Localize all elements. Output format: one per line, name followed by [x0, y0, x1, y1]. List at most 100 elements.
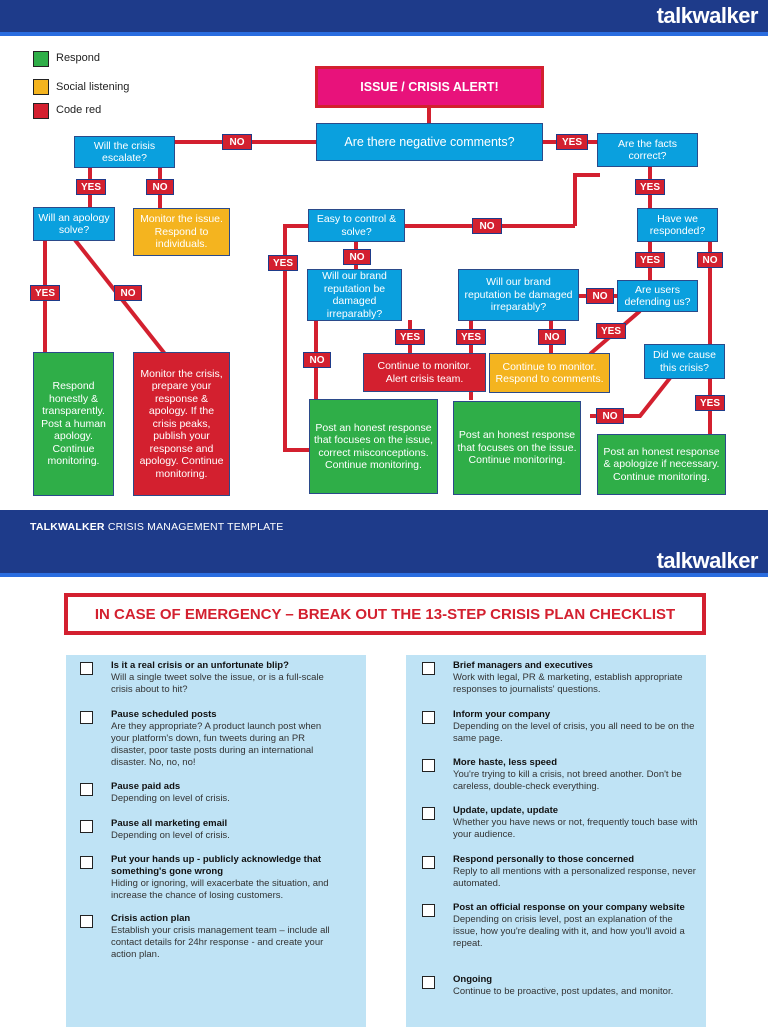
top-header-line: [0, 32, 768, 36]
checkbox[interactable]: [80, 856, 93, 869]
legend-label-code-red: Code red: [56, 104, 102, 116]
monitor-issue-box: Monitor the issue. Respond to individual…: [133, 208, 230, 256]
checkbox[interactable]: [80, 783, 93, 796]
checklist-item: Post an official response on your compan…: [422, 902, 698, 950]
legend-swatch-respond: [33, 51, 49, 67]
checklist-item-title: Pause all marketing email: [111, 818, 228, 829]
footer-text: TALKWALKER CRISIS MANAGEMENT TEMPLATE: [30, 521, 283, 533]
checklist-item-title: Brief managers and executives: [453, 660, 593, 671]
tag-yes: YES: [556, 134, 588, 150]
continue-respond-box: Continue to monitor. Respond to comments…: [489, 353, 610, 393]
tag-yes: YES: [635, 179, 665, 195]
checkbox[interactable]: [80, 711, 93, 724]
tag-yes: YES: [76, 179, 106, 195]
checklist-item-title: Ongoing: [453, 974, 493, 985]
footer-band-line: [0, 573, 768, 577]
tag-no: NO: [343, 249, 371, 265]
footer-band: [0, 510, 768, 573]
checklist-item-title: Post an official response on your compan…: [453, 902, 685, 913]
checklist-item-title: Respond personally to those concerned: [453, 854, 635, 865]
checkbox[interactable]: [80, 915, 93, 928]
facts-correct-box: Are the facts correct?: [597, 133, 698, 167]
legend-label-social-listening: Social listening: [56, 81, 130, 93]
continue-alert-box: Continue to monitor. Alert crisis team.: [363, 353, 486, 392]
checklist-item-title: Pause scheduled posts: [111, 709, 217, 720]
checklist-item-desc: Depending on level of crisis.: [111, 793, 230, 804]
checklist-item-title: Pause paid ads: [111, 781, 181, 792]
checklist-item: Put your hands up - publicly acknowledge…: [80, 854, 341, 902]
checkbox[interactable]: [422, 711, 435, 724]
legend-label-respond: Respond: [56, 52, 101, 64]
checklist-item-title: Put your hands up - publicly acknowledge…: [111, 854, 322, 877]
checklist-item-desc: You're trying to kill a crisis, not bree…: [453, 769, 682, 792]
checklist-item-desc: Are they appropriate? A product launch p…: [111, 721, 322, 768]
legend-swatch-code-red: [33, 103, 49, 119]
checkbox[interactable]: [422, 904, 435, 917]
brand-logo-bottom: talkwalker: [656, 548, 759, 573]
checkbox[interactable]: [422, 856, 435, 869]
tag-yes: YES: [596, 323, 626, 339]
top-header-band: [0, 0, 768, 32]
respond-honestly-box: Respond honestly & transparently. Post a…: [33, 352, 114, 496]
tag-yes: YES: [268, 255, 298, 271]
checkbox[interactable]: [422, 807, 435, 820]
checklist-item-title: Update, update, update: [453, 805, 559, 816]
tag-no: NO: [538, 329, 566, 345]
checklist-item-desc: Whether you have news or not, frequently…: [453, 817, 698, 840]
checkbox[interactable]: [80, 820, 93, 833]
tag-yes: YES: [395, 329, 425, 345]
have-we-responded-box: Have we responded?: [637, 208, 718, 242]
tag-no: NO: [472, 218, 502, 234]
checklist-item-title: Inform your company: [453, 709, 551, 720]
crisis-alert-box: ISSUE / CRISIS ALERT!: [315, 66, 544, 108]
tag-yes: YES: [635, 252, 665, 268]
legend-swatch-social-listening: [33, 79, 49, 95]
checklist-item: Is it a real crisis or an unfortunate bl…: [80, 660, 341, 696]
tag-no: NO: [222, 134, 252, 150]
checkbox[interactable]: [80, 662, 93, 675]
tag-no: NO: [596, 408, 624, 424]
checklist-item-desc: Depending on level of crisis.: [111, 830, 230, 841]
checklist-item-desc: Reply to all mentions with a personalize…: [453, 866, 696, 889]
checkbox[interactable]: [422, 976, 435, 989]
tag-no: NO: [697, 252, 723, 268]
post-honest-box-1: Post an honest response that focuses on …: [309, 399, 438, 494]
checkbox[interactable]: [422, 759, 435, 772]
users-defending-box: Are users defending us?: [617, 280, 698, 312]
easy-control-box: Easy to control & solve?: [308, 209, 405, 242]
tag-no: NO: [303, 352, 331, 368]
checklist-item-title: Is it a real crisis or an unfortunate bl…: [111, 660, 289, 671]
checklist-item-desc: Hiding or ignoring, will exacerbate the …: [111, 878, 329, 901]
tag-no: NO: [586, 288, 614, 304]
apology-solve-box: Will an apology solve?: [33, 207, 115, 241]
tag-yes: YES: [695, 395, 725, 411]
checklist-right-column: [406, 655, 706, 1027]
checklist-item-title: Crisis action plan: [111, 913, 191, 924]
brand-logo-top: talkwalker: [656, 3, 759, 28]
checklist-item-desc: Will a single tweet solve the issue, or …: [111, 672, 324, 695]
emergency-title: IN CASE OF EMERGENCY – BREAK OUT THE 13-…: [64, 593, 706, 635]
footer-brand: TALKWALKER: [30, 521, 105, 533]
post-honest-box-3: Post an honest response & apologize if n…: [597, 434, 726, 495]
tag-no: NO: [114, 285, 142, 301]
checkbox[interactable]: [422, 662, 435, 675]
did-we-cause-box: Did we cause this crisis?: [644, 344, 725, 379]
checklist-item-desc: Continue to be proactive, post updates, …: [453, 986, 674, 997]
checklist-item-desc: Depending on the level of crisis, you al…: [453, 721, 695, 744]
footer-title: CRISIS MANAGEMENT TEMPLATE: [104, 521, 284, 533]
brand-damage-box-2: Will our brand reputation be damaged irr…: [458, 269, 579, 321]
checklist-item-desc: Establish your crisis management team – …: [111, 925, 330, 960]
monitor-crisis-box: Monitor the crisis, prepare your respons…: [133, 352, 230, 496]
brand-damage-box-1: Will our brand reputation be damaged irr…: [307, 269, 402, 321]
tag-yes: YES: [456, 329, 486, 345]
checklist-left-column: [66, 655, 366, 1027]
